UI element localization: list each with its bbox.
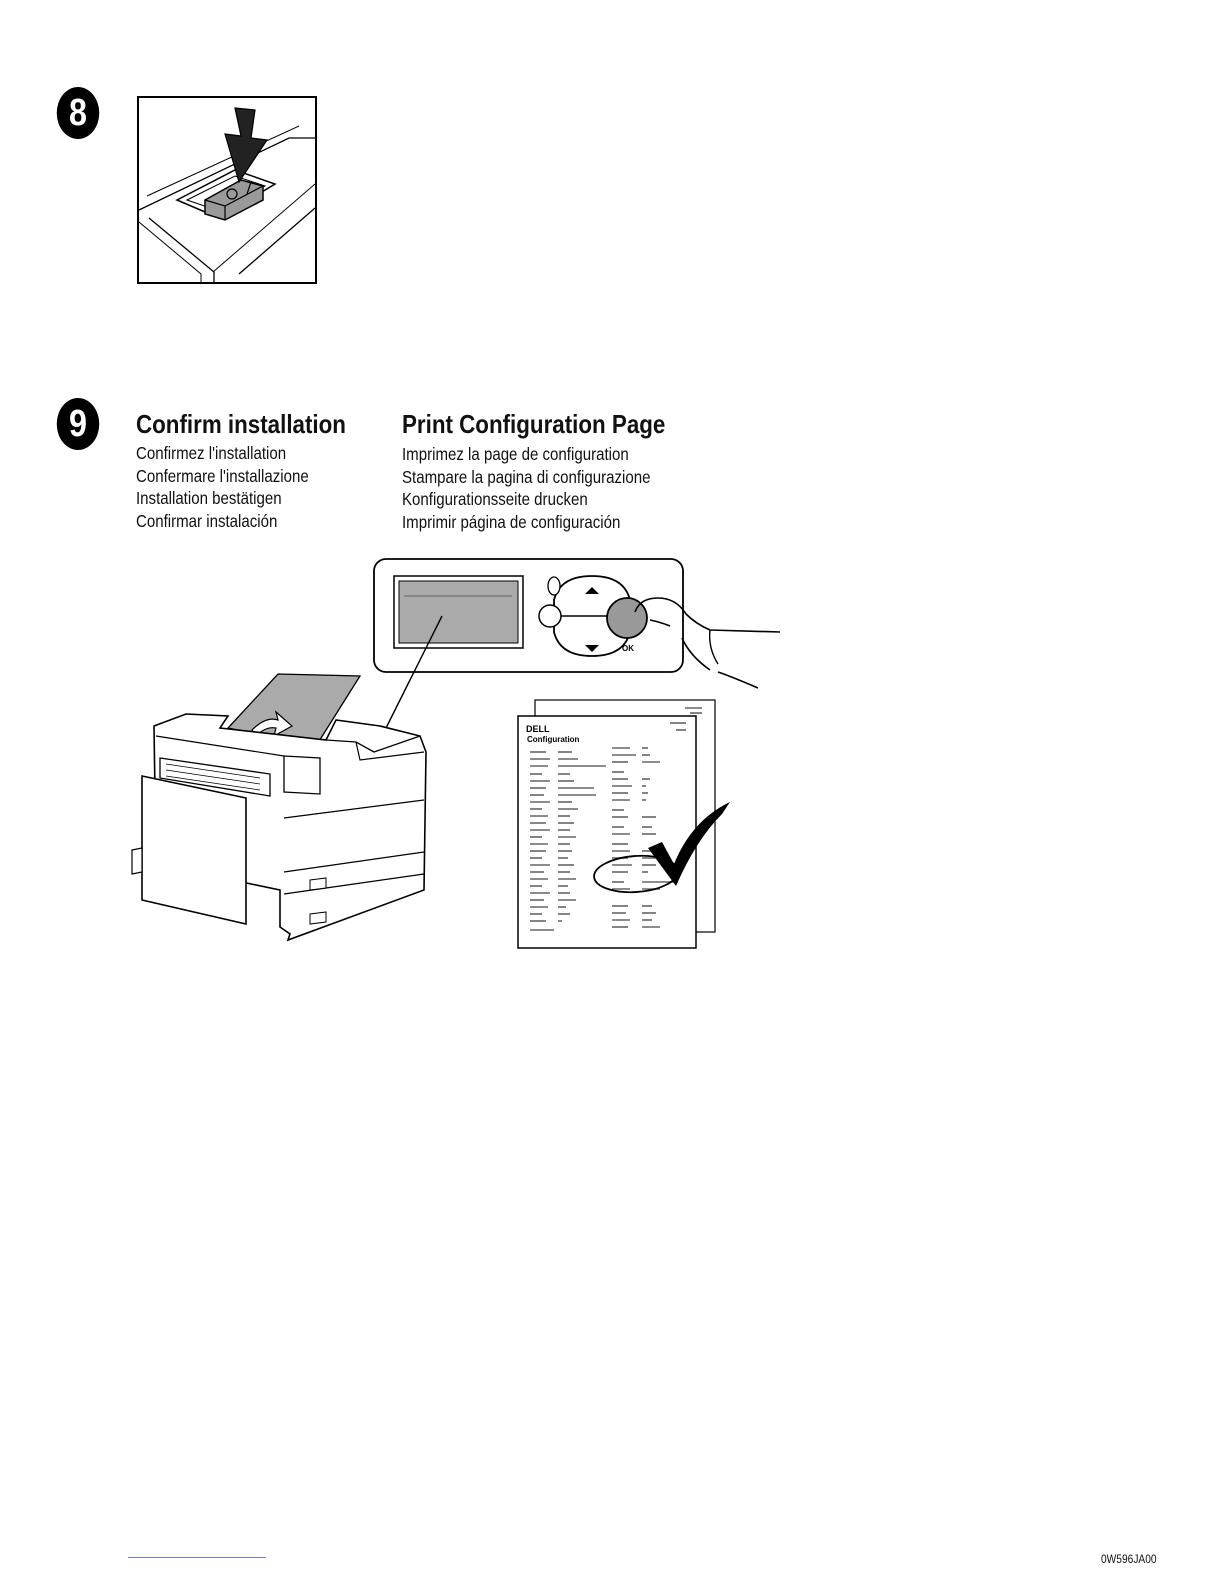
print-config-it: Stampare la pagina di configurazione: [402, 466, 651, 487]
print-config-heading: Print Configuration Page: [402, 409, 666, 439]
check-icon: [648, 802, 730, 886]
print-config-illustration: OK DELL: [130, 552, 790, 952]
confirm-installation-heading: Confirm installation: [136, 409, 346, 439]
control-panel: OK: [373, 558, 684, 673]
confirm-installation-de: Installation bestätigen: [136, 488, 282, 508]
ok-label: OK: [622, 644, 634, 653]
configuration-report: DELL Configuration: [517, 699, 716, 949]
print-config-fr: Imprimez la page de configuration: [402, 444, 629, 464]
footer-divider: [128, 1557, 266, 1558]
power-switch-illustration: [137, 96, 317, 284]
hand-icon: [634, 597, 781, 689]
confirm-installation-es: Confirmar instalación: [136, 510, 278, 531]
report-logo: DELL: [526, 724, 550, 734]
confirm-installation-fr: Confirmez l'installation: [136, 443, 287, 463]
report-title: Configuration: [527, 735, 580, 744]
confirm-installation-it: Confermare l'installazione: [136, 465, 309, 486]
power-switch-drawing: [139, 107, 315, 282]
document-code: 0W596JA00: [1101, 1552, 1157, 1566]
print-config-de: Konfigurationsseite drucken: [402, 489, 588, 509]
print-config-es: Imprimir página de configuración: [402, 511, 621, 532]
step-8-badge: 8: [56, 87, 100, 139]
printer-icon: [131, 713, 427, 942]
step-9-badge: 9: [56, 398, 100, 450]
